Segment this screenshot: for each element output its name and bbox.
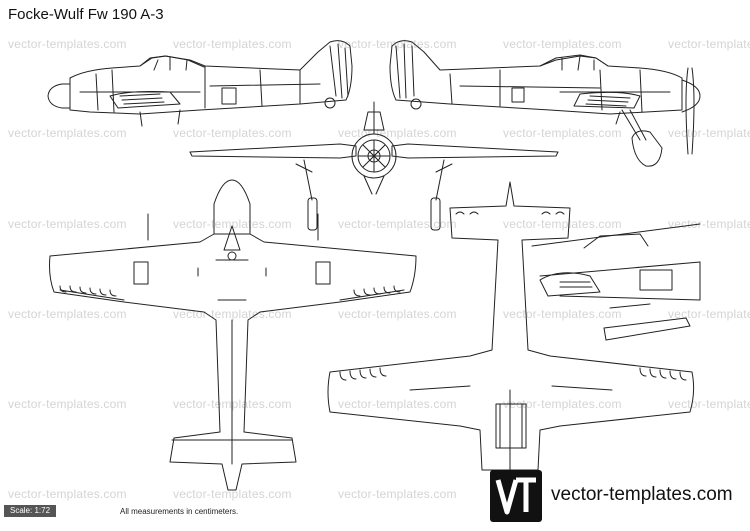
access-hatch xyxy=(511,87,525,103)
exhaust-stripes xyxy=(559,281,593,288)
front-view xyxy=(189,101,559,231)
exhaust-stripes xyxy=(119,93,165,105)
propeller-blade xyxy=(363,175,385,195)
detail-line xyxy=(609,303,651,309)
tail-wheel xyxy=(410,98,422,110)
access-hatch xyxy=(639,269,673,291)
aileron-ribs xyxy=(59,285,117,297)
access-hatch xyxy=(221,87,237,105)
fuselage-stringers xyxy=(459,85,671,93)
panel-lines xyxy=(499,389,523,471)
tail-lines xyxy=(171,319,293,465)
page-title: Focke-Wulf Fw 190 A-3 xyxy=(8,6,164,23)
wing-hatch xyxy=(133,261,149,285)
gear-door xyxy=(615,111,621,125)
detail-panel xyxy=(603,317,691,341)
canopy-front xyxy=(363,111,385,131)
wing-root xyxy=(109,91,181,109)
cockpit-marker xyxy=(227,251,237,261)
main-wheel xyxy=(307,197,318,231)
aileron-ribs xyxy=(353,285,401,297)
detail-inset xyxy=(531,223,701,341)
wing-root xyxy=(573,91,641,109)
gear-legs xyxy=(139,109,181,127)
panel-lines xyxy=(95,65,301,113)
fuselage-stringers xyxy=(79,83,321,93)
main-wheel xyxy=(430,197,441,231)
wing-root xyxy=(539,272,601,297)
wing-spar-lines xyxy=(409,385,613,391)
vt-logo-icon xyxy=(490,470,542,522)
tail-wheel xyxy=(324,97,336,109)
canopy-line xyxy=(583,233,649,249)
fuselage-outline xyxy=(69,40,353,115)
canopy-line xyxy=(539,54,609,67)
wing-hatch xyxy=(315,261,331,285)
exhaust-stripes xyxy=(585,95,631,107)
engine-cylinders xyxy=(357,139,391,173)
spinner-shape xyxy=(47,83,71,109)
canopy-frames xyxy=(153,56,188,71)
side-view-left xyxy=(47,40,353,127)
vt-logo-mark xyxy=(495,477,536,515)
gear-bay xyxy=(495,403,527,449)
fuselage-stations xyxy=(213,233,251,301)
wing-right xyxy=(391,143,559,159)
canopy-frames xyxy=(561,55,595,71)
antenna-mast xyxy=(147,213,319,241)
airframe-planform xyxy=(327,181,695,471)
canopy-line xyxy=(139,55,205,68)
wing-left xyxy=(189,143,357,159)
gear-door xyxy=(295,163,453,173)
bottom-view xyxy=(327,181,695,471)
top-view xyxy=(49,179,417,491)
site-link[interactable]: vector-templates.com xyxy=(551,484,733,505)
gear-legs xyxy=(621,109,647,141)
panel-lines xyxy=(449,69,643,113)
fin-ribs xyxy=(329,43,349,99)
aileron-ribs xyxy=(339,367,387,381)
spinner-shape xyxy=(681,79,701,113)
main-wheel xyxy=(631,130,663,167)
fin-ribs xyxy=(395,43,415,99)
gun-ports xyxy=(197,267,267,277)
stabilizer-ribs xyxy=(455,211,565,215)
gear-legs xyxy=(303,159,445,201)
scale-label: Scale: 1:72 xyxy=(4,505,56,517)
side-view-right xyxy=(389,40,701,167)
canopy-top xyxy=(223,225,241,251)
fuselage-outline xyxy=(389,40,683,115)
aileron-lines xyxy=(59,289,405,301)
airframe-planform xyxy=(49,179,417,491)
propeller-blade xyxy=(685,67,695,155)
measurement-note: All measurements in centimeters. xyxy=(120,507,239,516)
aileron-ribs xyxy=(639,367,687,381)
